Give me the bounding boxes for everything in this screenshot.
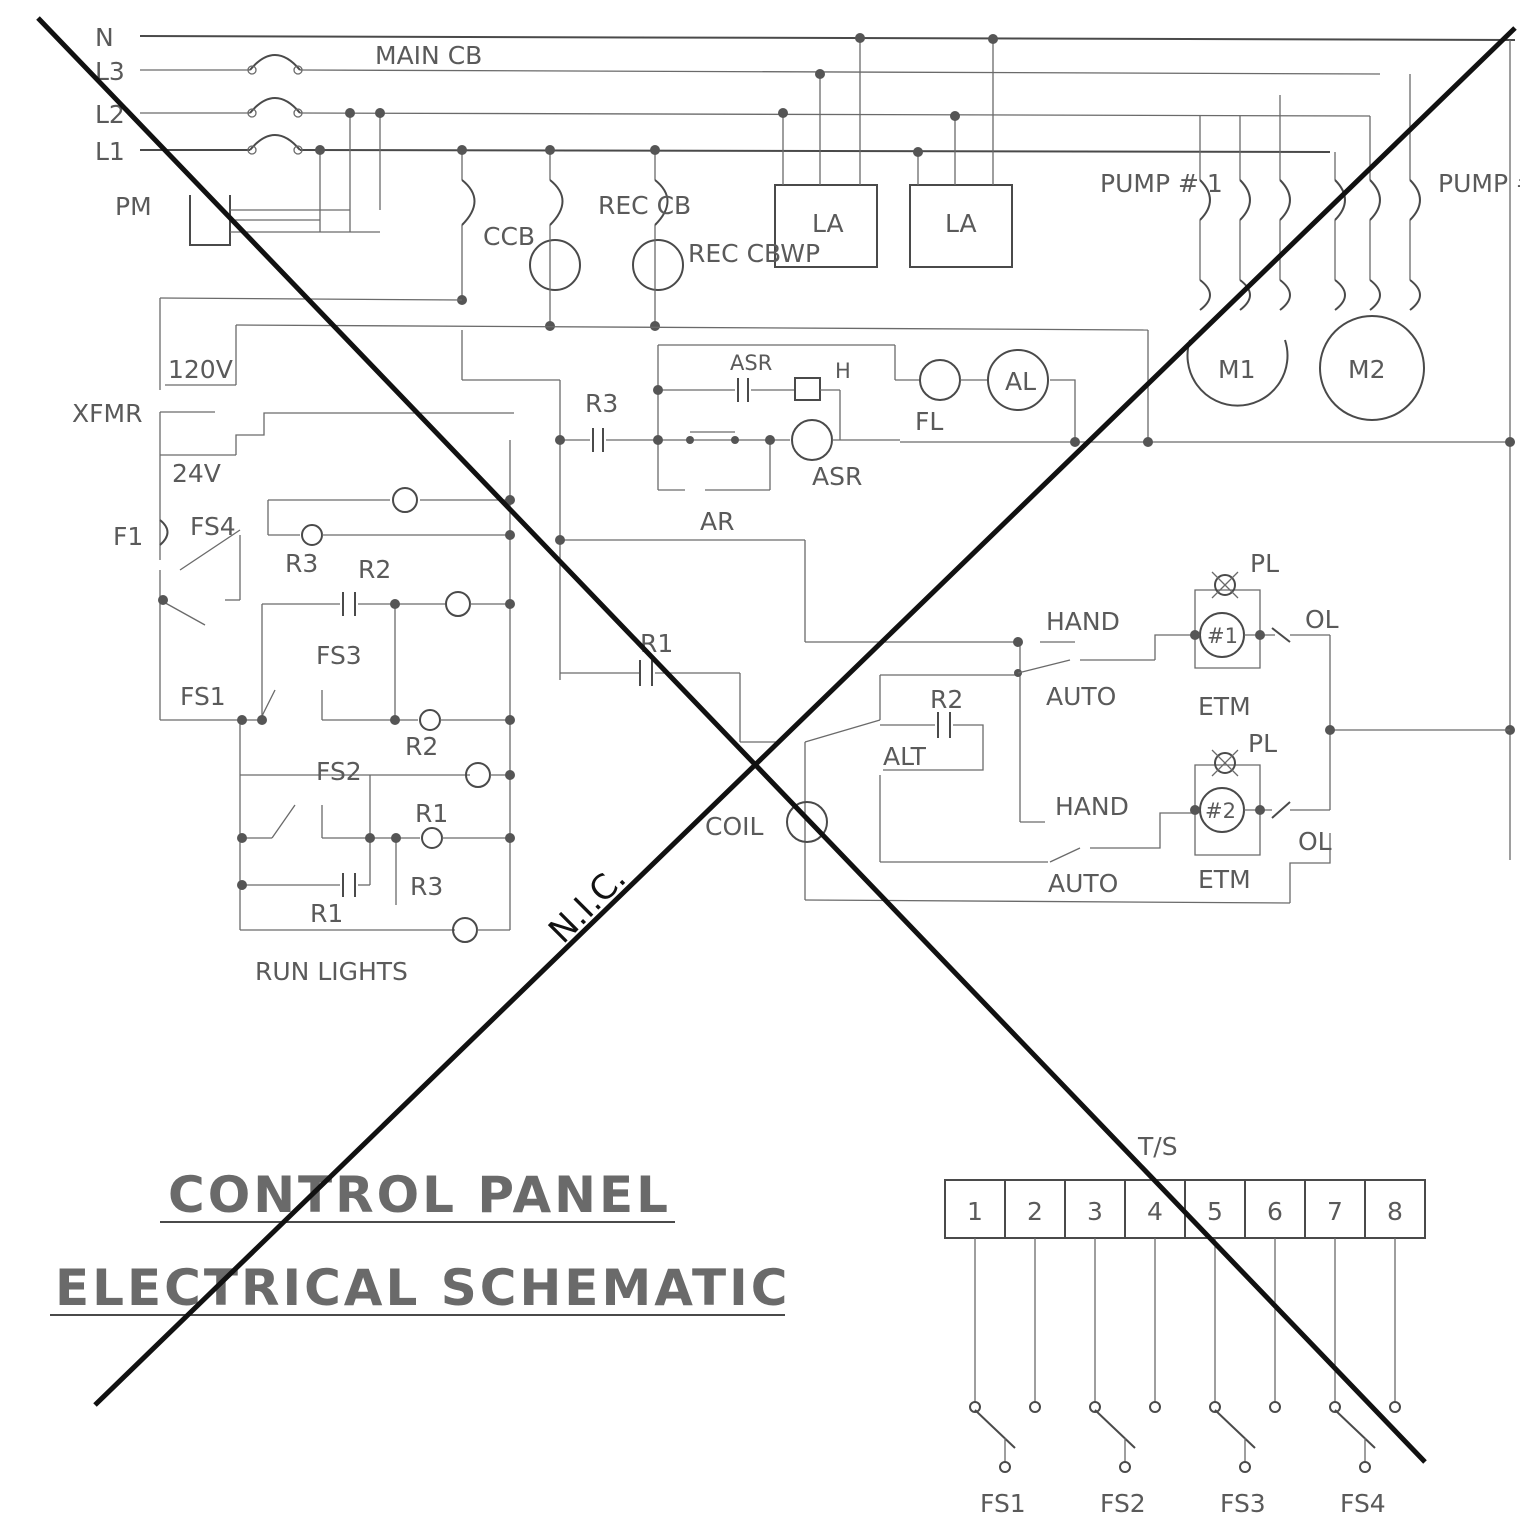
label-etm-2: ETM	[1198, 865, 1251, 894]
terminal-drop-end	[1029, 1401, 1041, 1413]
terminal-number: 8	[1387, 1197, 1403, 1226]
alternator-circuit	[555, 535, 1331, 904]
label-run-lights: RUN LIGHTS	[255, 957, 408, 986]
nic-label: N.I.C.	[541, 858, 634, 951]
float-switch-ladder	[158, 440, 515, 943]
rec-cb-line: REC CB	[598, 191, 691, 220]
terminal-drop-end	[1089, 1401, 1101, 1413]
label-ol-1: OL	[1305, 605, 1339, 634]
label-xfmr: XFMR	[72, 399, 142, 428]
label-la-2: LA	[945, 209, 977, 238]
terminal-number: 1	[967, 1197, 983, 1226]
power-lines	[139, 35, 1516, 153]
label-auto-1: AUTO	[1046, 682, 1116, 711]
label-pl-1: PL	[1250, 549, 1279, 578]
label-ol-2: OL	[1298, 827, 1332, 856]
terminal-number: 4	[1147, 1197, 1163, 1226]
label-la-1: LA	[812, 209, 844, 238]
label-etm-1: ETM	[1198, 692, 1251, 721]
label-f1: F1	[113, 522, 143, 551]
terminal-number: 6	[1267, 1197, 1283, 1226]
label-fl: FL	[915, 407, 943, 436]
label-fs1: FS1	[180, 682, 226, 711]
label-pump-1: PUMP # 1	[1100, 169, 1223, 198]
label-etm-2-num: #2	[1205, 799, 1236, 823]
hand-auto-switches	[1017, 571, 1510, 863]
float-switch-label: FS4	[1340, 1489, 1386, 1518]
float-switch-arm	[1094, 1409, 1136, 1449]
float-switch-pivot	[1119, 1461, 1131, 1473]
label-r2-ladder: R2	[358, 555, 391, 584]
float-switch-pivot	[1359, 1461, 1371, 1473]
terminal-drop-end	[1209, 1401, 1221, 1413]
title-line-2: ELECTRICAL SCHEMATIC	[55, 1259, 790, 1317]
control-rails	[900, 40, 1515, 860]
terminal-drop-end	[1269, 1401, 1281, 1413]
label-l1: L1	[95, 137, 125, 166]
float-switch-pivot	[1239, 1461, 1251, 1473]
label-r3-coil: R3	[410, 872, 443, 901]
label-hand-1: HAND	[1046, 607, 1120, 636]
terminal-number: 5	[1207, 1197, 1223, 1226]
label-alt: ALT	[883, 742, 927, 771]
label-r3-alarm: R3	[585, 389, 618, 418]
label-rec-cb: REC CB	[598, 191, 691, 220]
float-switch-pivot	[999, 1461, 1011, 1473]
label-ar: AR	[700, 507, 734, 536]
label-r1-lamp: R1	[415, 799, 448, 828]
terminal-strip-label: T/S	[1137, 1132, 1178, 1161]
label-r2-alt: R2	[930, 685, 963, 714]
nic-cross-out	[36, 16, 1517, 1464]
label-main-cb: MAIN CB	[375, 41, 482, 70]
label-pump-2: PUMP # 2	[1438, 169, 1520, 198]
label-r1-alt: R1	[640, 629, 673, 658]
terminal-number: 3	[1087, 1197, 1103, 1226]
label-auto-2: AUTO	[1048, 869, 1118, 898]
label-h: H	[835, 359, 851, 383]
label-hand-2: HAND	[1055, 792, 1129, 821]
terminal-drop-end	[1329, 1401, 1341, 1413]
terminal-number: 2	[1027, 1197, 1043, 1226]
label-m2: M2	[1348, 355, 1385, 384]
label-pl-2: PL	[1248, 729, 1277, 758]
float-switch-label: FS2	[1100, 1489, 1146, 1518]
float-switch-label: FS3	[1220, 1489, 1266, 1518]
terminal-drop-end	[1149, 1401, 1161, 1413]
float-switch-arm	[974, 1409, 1016, 1449]
label-fs3: FS3	[316, 641, 362, 670]
terminal-drop-end	[1389, 1401, 1401, 1413]
main-breaker-symbol	[247, 54, 303, 155]
phase-monitor	[189, 108, 385, 246]
label-m1: M1	[1218, 355, 1255, 384]
pump-circuits	[1186, 74, 1425, 421]
terminal-drop-end	[969, 1401, 981, 1413]
label-fs2: FS2	[316, 757, 362, 786]
label-r1-contact: R1	[310, 899, 343, 928]
label-coil: COIL	[705, 812, 764, 841]
label-pm: PM	[115, 192, 152, 221]
label-24v: 24V	[172, 459, 221, 488]
label-asr-coil: ASR	[812, 462, 862, 491]
label-n: N	[95, 23, 114, 52]
label-al: AL	[1005, 367, 1036, 396]
label-120v: 120V	[168, 355, 233, 384]
label-etm-1-num: #1	[1207, 624, 1238, 648]
float-switch-arm	[1214, 1409, 1256, 1449]
float-switch-arm	[1334, 1409, 1376, 1449]
label-asr-contact: ASR	[730, 351, 772, 375]
lightning-arresters	[774, 33, 1013, 268]
label-r2-lamp: R2	[405, 732, 438, 761]
terminal-number: 7	[1327, 1197, 1343, 1226]
label-fs4: FS4	[190, 512, 236, 541]
title-line-1: CONTROL PANEL	[168, 1166, 671, 1224]
label-r3-ladder: R3	[285, 549, 318, 578]
label-rec-cbwp: REC CBWP	[688, 239, 820, 268]
label-ccb: CCB	[483, 222, 535, 251]
float-switch-label: FS1	[980, 1489, 1026, 1518]
alarm-circuit	[461, 330, 1080, 680]
transformer	[159, 384, 514, 500]
